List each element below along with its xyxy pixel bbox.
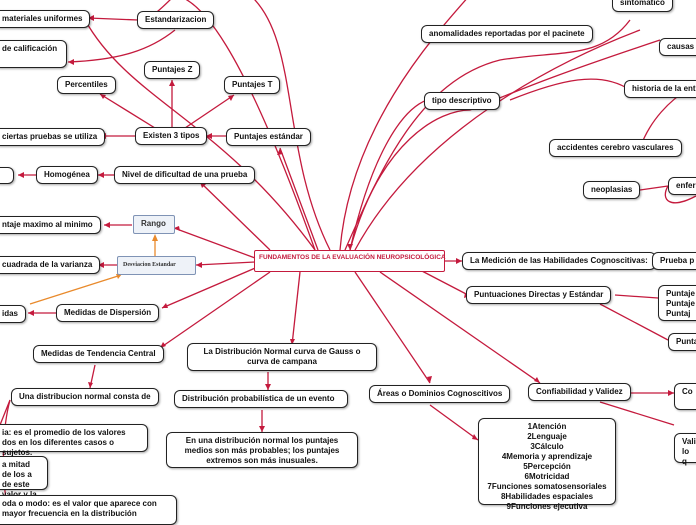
node-distribucion-probabilistica[interactable]: Distribución probabilística de un evento xyxy=(174,390,348,408)
node-vali-cut[interactable]: Vali lo q xyxy=(674,433,696,466)
dominio-item: 4Memoria y aprendizaje xyxy=(501,452,593,461)
node-sintomatico[interactable]: sintomatico xyxy=(612,0,673,12)
node-distribucion-normal-puntajes[interactable]: En una distribución normal los puntajes … xyxy=(166,432,358,468)
node-areas-dominios[interactable]: Áreas o Dominios Cognoscitivos xyxy=(369,385,511,403)
dominio-item: 3Cálculo xyxy=(530,442,564,451)
node-causas-cut[interactable]: causas xyxy=(659,38,696,56)
node-estandarizacion[interactable]: Estandarizacion xyxy=(137,11,215,29)
node-punt-cut[interactable]: Punta xyxy=(668,333,696,351)
node-medicion-habilidades[interactable]: La Medición de las Habilidades Cognoscit… xyxy=(462,252,656,270)
node-accidentes-cv[interactable]: accidentes cerebro vasculares xyxy=(549,139,682,157)
node-puntajes-z[interactable]: Puntajes Z xyxy=(144,61,201,79)
dominio-item: 8Habilidades espaciales xyxy=(500,492,594,501)
node-neoplasias[interactable]: neoplasias xyxy=(583,181,641,199)
central-topic[interactable]: FUNDAMENTOS DE LA EVALUACIÓN NEUROPSICOL… xyxy=(254,250,446,272)
node-punt-list[interactable]: Puntaje Puntaje Puntaj xyxy=(658,285,696,321)
node-tipo-descriptivo[interactable]: tipo descriptivo xyxy=(424,92,500,110)
punt-item: Puntaje xyxy=(666,289,695,298)
node-cuadrada-varianza[interactable]: cuadrada de la varianza xyxy=(0,256,101,274)
node-puntuaciones-directas[interactable]: Puntuaciones Directas y Estándar xyxy=(466,286,612,304)
node-calificacion[interactable]: de calificación xyxy=(0,40,67,68)
node-percentiles[interactable]: Percentiles xyxy=(57,76,116,94)
dominio-item: 7Funciones somatosensoriales xyxy=(487,482,607,491)
node-puntajes-t[interactable]: Puntajes T xyxy=(224,76,281,94)
node-rango[interactable]: Rango xyxy=(133,215,175,234)
dominio-item: 1Atención xyxy=(527,422,567,431)
node-materiales-uniformes[interactable]: materiales uniformes xyxy=(0,10,91,28)
node-medidas-dispersion[interactable]: Medidas de Dispersión xyxy=(56,304,160,322)
node-homogenea[interactable]: Homogénea xyxy=(36,166,98,184)
node-prueba-cut[interactable]: Prueba p xyxy=(652,252,696,270)
node-mediana[interactable]: a mitad de los a de este valor y la e es… xyxy=(0,456,48,519)
node-distribucion-normal-consta[interactable]: Una distribucion normal consta de xyxy=(11,388,159,406)
node-desviacion-estandar[interactable]: Desviacion Estandar xyxy=(117,256,196,275)
node-dominios-list[interactable]: 1Atención 2Lenguaje 3Cálculo 4Memoria y … xyxy=(478,418,616,511)
node-left-cut[interactable] xyxy=(0,167,14,184)
node-conf-cut[interactable]: Co xyxy=(674,383,696,410)
node-puntaje-maximo-minimo[interactable]: ntaje maximo al minimo xyxy=(0,216,101,234)
punt-item: Puntaje xyxy=(666,299,695,308)
node-curva-gauss[interactable]: La Distribución Normal curva de Gauss o … xyxy=(187,343,377,371)
node-enfer-cut[interactable]: enfer xyxy=(668,177,696,195)
node-medidas-cut[interactable]: idas xyxy=(0,305,26,323)
punt-item: Puntaj xyxy=(666,309,691,318)
dominio-item: 2Lenguaje xyxy=(527,432,567,441)
node-media[interactable]: ia: es el promedio de los valores dos en… xyxy=(0,424,148,457)
node-confiabilidad-validez[interactable]: Confiabilidad y Validez xyxy=(528,383,631,401)
node-historia-cut[interactable]: historia de la ent xyxy=(624,80,696,98)
node-existen-3-tipos[interactable]: Existen 3 tipos xyxy=(135,127,208,145)
node-tendencia-central[interactable]: Medidas de Tendencia Central xyxy=(33,345,164,363)
dominio-item: 6Motricidad xyxy=(524,472,570,481)
dominio-item: 5Percepción xyxy=(523,462,571,471)
node-puntajes-estandar[interactable]: Puntajes estándar xyxy=(226,128,311,146)
node-nivel-dificultad[interactable]: Nivel de dificultad de una prueba xyxy=(114,166,256,184)
node-anomalidades[interactable]: anomalidades reportadas por el pacinete xyxy=(421,25,593,43)
node-moda[interactable]: oda o modo: es el valor que aparece con … xyxy=(0,495,177,525)
dominio-item: 9Funciones ejecutiva xyxy=(506,502,588,511)
node-ciertas-pruebas[interactable]: ciertas pruebas se utiliza xyxy=(0,128,106,146)
